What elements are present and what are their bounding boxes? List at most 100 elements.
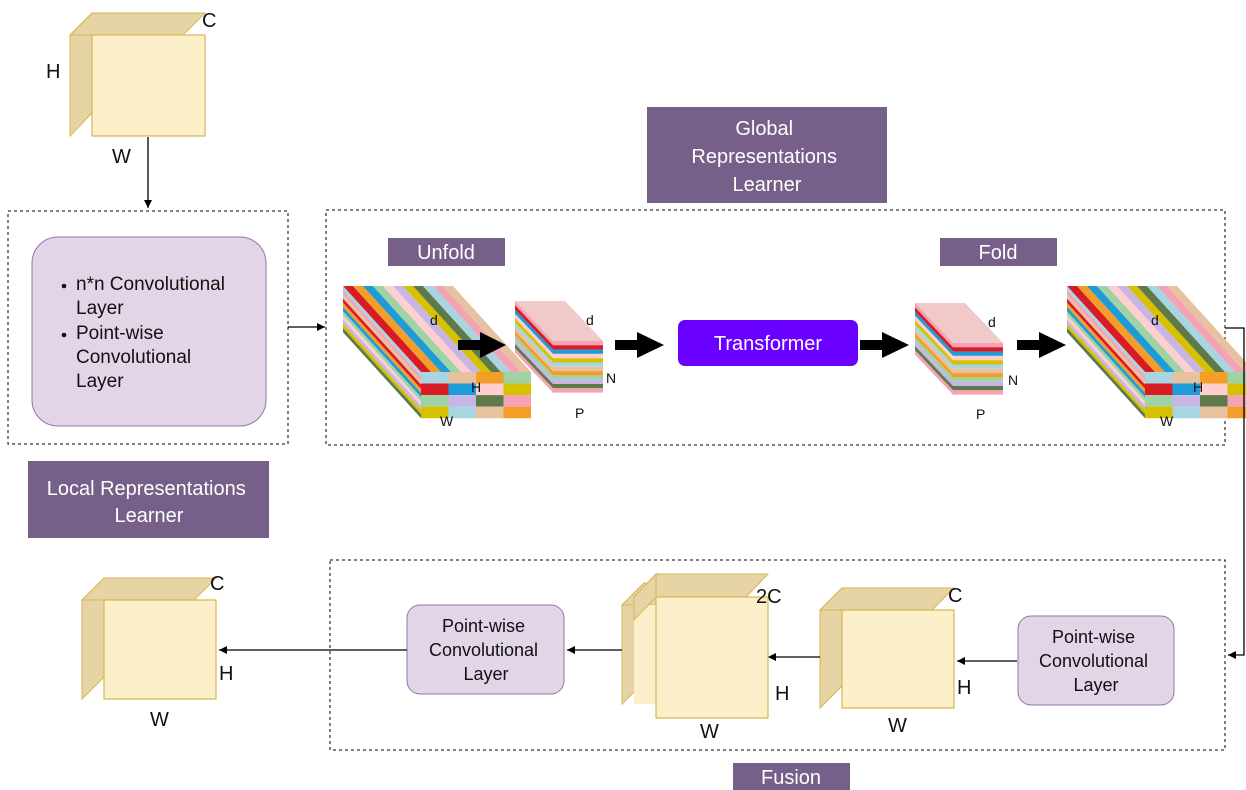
global-learner-header — [647, 107, 887, 203]
patch-layer-front — [953, 343, 1003, 348]
tensor-layer — [343, 302, 421, 393]
patch-layer-front — [953, 360, 1003, 365]
tensor-layer — [1067, 319, 1145, 410]
patch-layer-front — [953, 381, 1003, 386]
patch-layer-front — [553, 345, 603, 350]
patch-top-face — [915, 303, 1003, 343]
tensor-cell — [1200, 383, 1228, 396]
unfolded-d-label: d — [586, 312, 594, 328]
tensor-cell — [1145, 372, 1173, 384]
transformer-block — [678, 320, 858, 366]
right-tensor-w-label: W — [1160, 413, 1174, 429]
patch-layer-front — [953, 368, 1003, 374]
tensor-cell — [476, 406, 504, 419]
patch-layer-front — [953, 386, 1003, 391]
unfold-label: Unfold — [417, 242, 475, 264]
tensor-layer — [1067, 323, 1145, 414]
tensor-band — [383, 286, 471, 372]
fold-header — [940, 238, 1057, 266]
patch-layer-front — [553, 379, 603, 384]
patch-layer-side — [915, 315, 953, 361]
local-learner-box — [31, 236, 267, 427]
output-feature-tensor — [1067, 286, 1246, 419]
tensor-cell — [1200, 372, 1228, 384]
left-tensor-w-label: W — [440, 413, 454, 429]
tensor-band — [343, 286, 431, 372]
tensor-band — [1077, 286, 1165, 372]
tensor-cell — [448, 383, 476, 396]
patch-layer-side — [915, 341, 953, 386]
local-learner-header — [28, 461, 269, 538]
tensor-cell — [503, 372, 531, 384]
transformer-label: Transformer — [714, 333, 823, 355]
unfolded-p-label: P — [575, 405, 584, 421]
tensor-cell — [421, 383, 449, 396]
tensor-cell — [1172, 395, 1200, 407]
fusion-cube-c-channels-label: C — [948, 585, 962, 607]
tensor-band — [1087, 286, 1175, 372]
tensor-layer — [1067, 294, 1145, 385]
tensor-cell — [421, 395, 449, 407]
folded-n-label: N — [1008, 372, 1018, 388]
bullet-icon — [61, 332, 67, 338]
input-cube-height-label: H — [46, 61, 60, 83]
unfold-header — [388, 238, 505, 266]
folded-patches — [915, 303, 1003, 395]
tensor-layer — [343, 286, 421, 377]
tensor-cell — [448, 372, 476, 384]
tensor-cell — [1172, 406, 1200, 419]
tensor-layer — [343, 290, 421, 381]
patch-layer-side — [515, 339, 553, 384]
tensor-cell — [476, 372, 504, 384]
unfolded-patches — [515, 301, 603, 393]
patch-layer-side — [515, 335, 553, 380]
tensor-layer — [343, 323, 421, 414]
patch-layer-side — [515, 318, 553, 363]
fusion-cube-2c — [620, 572, 770, 719]
patch-layer-front — [953, 355, 1003, 361]
input-cube-channels-label: C — [202, 10, 216, 32]
patch-layer-side — [915, 324, 953, 369]
tensor-cell — [1200, 406, 1228, 419]
tensor-layer — [1067, 286, 1145, 377]
input-cube-width-label: W — [112, 146, 131, 168]
patch-layer-side — [515, 309, 553, 354]
tensor-band — [1157, 286, 1245, 372]
output-cube-height-label: H — [219, 663, 233, 685]
tensor-cell — [476, 395, 504, 407]
tensor-cell — [1227, 395, 1246, 407]
tensor-band — [1107, 286, 1195, 372]
tensor-layer — [1067, 302, 1145, 393]
patch-layer-side — [515, 331, 553, 376]
right-tensor-h-label: H — [1193, 379, 1203, 395]
patch-layer-front — [553, 353, 603, 359]
tensor-cell — [503, 406, 531, 419]
patch-layer-front — [553, 384, 603, 389]
tensor-layer — [343, 294, 421, 385]
input-feature-tensor — [343, 286, 531, 419]
tensor-band — [363, 286, 451, 372]
patch-layer-front — [953, 364, 1003, 369]
patch-layer-side — [915, 320, 953, 365]
tensor-band — [353, 286, 441, 372]
left-tensor-d-label: d — [430, 312, 438, 328]
patch-layer-side — [915, 337, 953, 382]
patch-layer-front — [553, 349, 603, 354]
patch-layer-side — [915, 328, 953, 374]
fusion-cube-c — [818, 586, 956, 710]
tensor-layer — [343, 307, 421, 398]
patch-layer-side — [515, 305, 553, 350]
fold-flow-arrow — [1017, 332, 1066, 358]
tensor-band — [1127, 286, 1215, 372]
folded-p-label: P — [976, 406, 985, 422]
fusion-cube-c-height-label: H — [957, 677, 971, 699]
tensor-band — [443, 286, 531, 372]
fusion-cube-c-width-label: W — [888, 715, 907, 737]
patch-layer-front — [553, 375, 603, 380]
patch-layer-side — [915, 311, 953, 356]
left-tensor-h-label: H — [471, 379, 481, 395]
patch-layer-side — [915, 350, 953, 395]
tensor-band — [1117, 286, 1205, 372]
right-tensor-d-label: d — [1151, 312, 1159, 328]
